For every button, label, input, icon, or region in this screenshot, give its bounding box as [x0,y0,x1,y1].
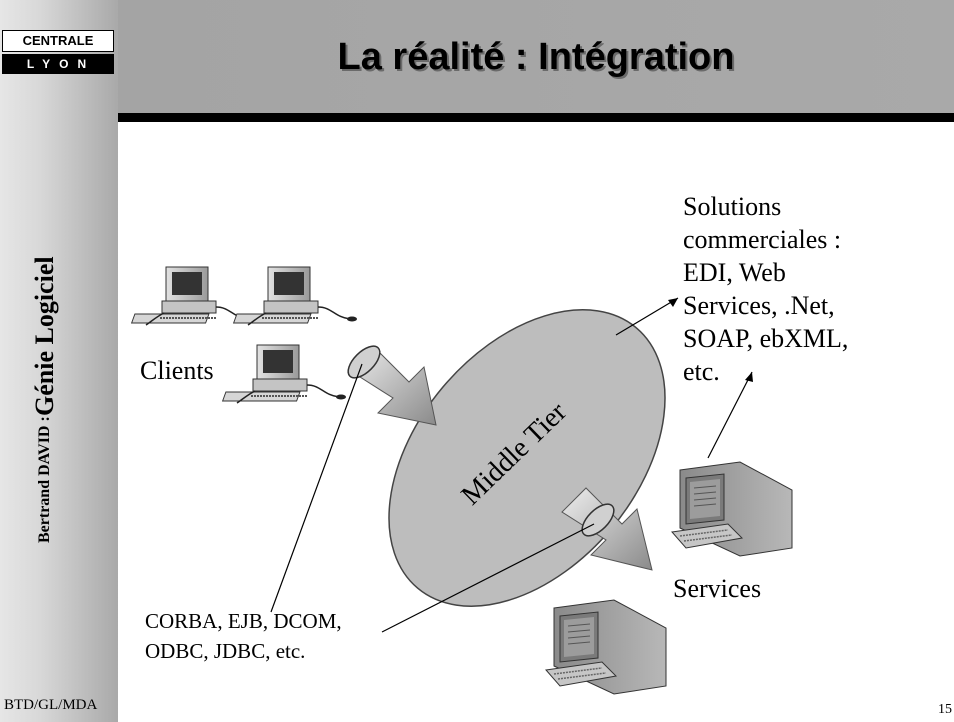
protocols-pointer-line-1 [270,363,363,613]
services-to-solutions-line [707,371,753,459]
logo-line-2: LYON [2,54,114,74]
clients-connector-lens [347,345,381,379]
page-number: 15 [938,702,952,717]
solutions-label: Solutions commerciales : EDI, Web Servic… [683,192,849,386]
logo-line-1: CENTRALE [2,30,114,52]
desktop-computer-icon [232,266,358,326]
sidebar: CENTRALE LYON Bertrand DAVID : Génie Log… [0,0,118,722]
protocols-label: CORBA, EJB, DCOM, ODBC, JDBC, etc. [145,609,342,663]
protocols-pointer-line-2 [381,523,595,633]
services-to-solutions-arrowhead [745,372,753,382]
terminal-computer-icon [671,461,793,557]
middle-to-services-arrow [561,487,653,571]
centrale-lyon-logo: CENTRALE LYON [2,30,114,74]
ellipse-to-solutions-line [615,297,679,336]
terminal-computer-icon [545,599,667,695]
header-rule [118,113,954,122]
footer-code: BTD/GL/MDA [4,697,98,713]
desktop-computer-icon [221,344,347,404]
slide-title: La réalité : Intégration [337,36,735,78]
clients-label: Clients [140,356,214,385]
services-connector-lens [581,503,615,537]
header-bar [118,0,954,113]
services-label: Services [673,574,762,603]
ellipse-to-solutions-arrowhead [668,298,678,307]
